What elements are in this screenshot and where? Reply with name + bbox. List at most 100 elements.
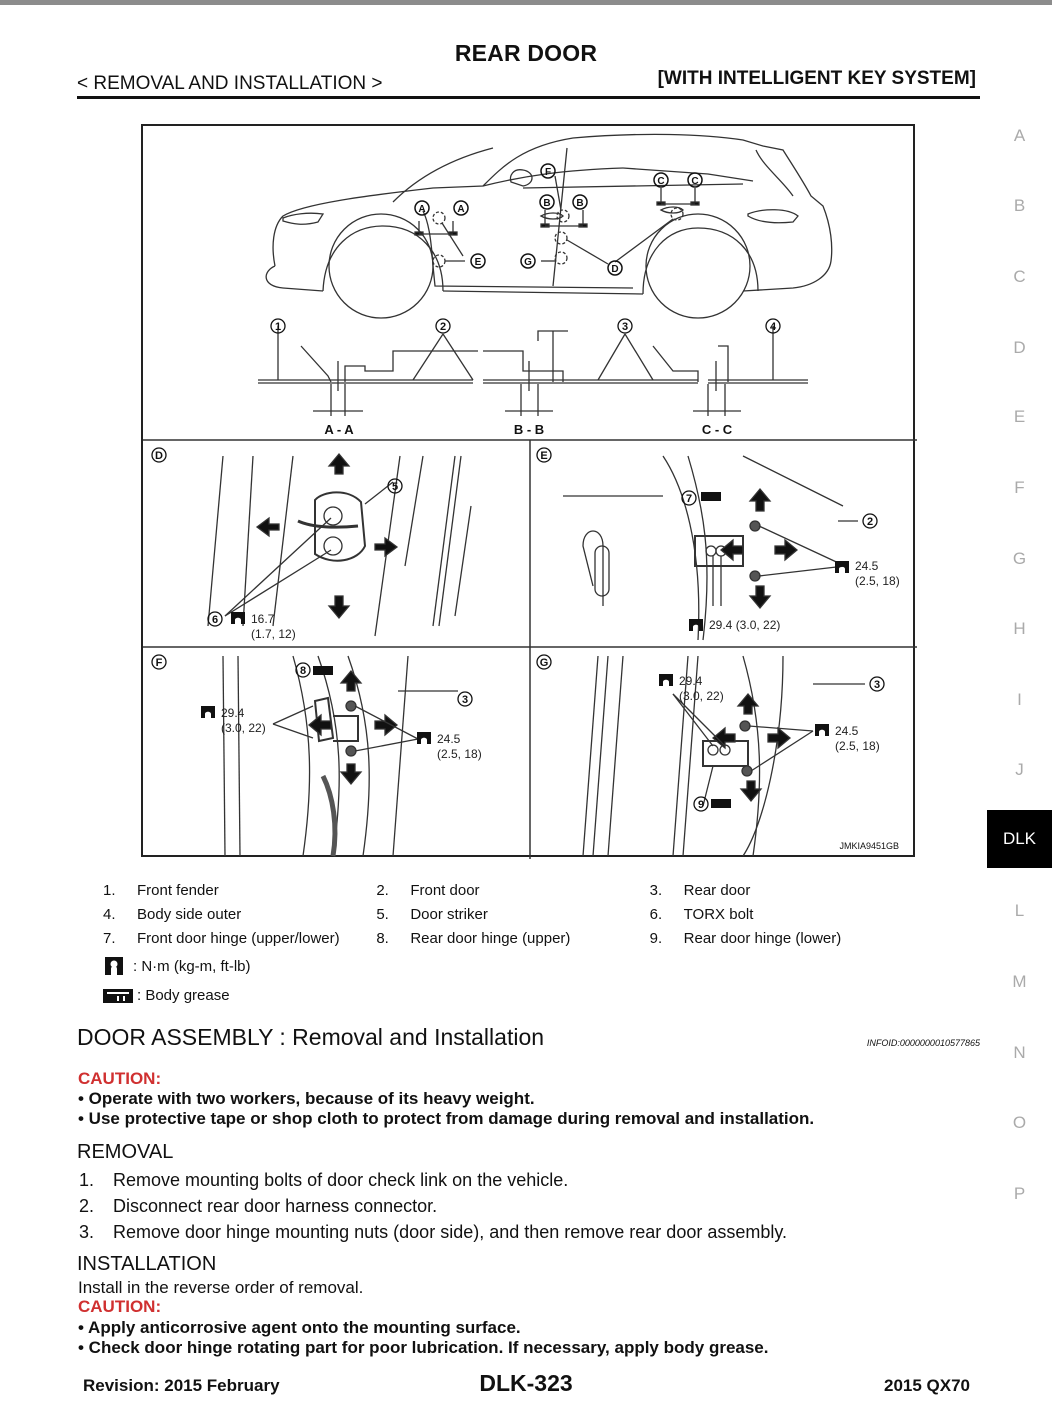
page-number: DLK-323 (479, 1370, 573, 1396)
panel-g-letter: G (540, 657, 549, 669)
grease-icon (701, 492, 721, 501)
tab-c[interactable]: C (1013, 267, 1026, 286)
panel-d-drawing (207, 452, 472, 637)
panel-f-letter: F (156, 657, 163, 669)
legend-item: 1.Front fender (103, 881, 219, 899)
header-divider (77, 96, 980, 99)
torque-icon (689, 619, 703, 631)
part-1-label: 1 (275, 321, 281, 333)
removal-step: 3.Remove door hinge mounting nuts (door … (79, 1221, 788, 1242)
callout-a: A (418, 204, 425, 215)
figure-code: JMKIA9451GB (839, 841, 899, 851)
tab-m[interactable]: M (1012, 972, 1027, 991)
tab-g[interactable]: G (1012, 549, 1027, 568)
tab-o[interactable]: O (1012, 1113, 1027, 1132)
torque-icons (201, 561, 849, 744)
torque-icon (417, 732, 431, 744)
caution-list: • Operate with two workers, because of i… (78, 1089, 814, 1129)
grease-icon (103, 988, 137, 1003)
page-title: REAR DOOR (454, 40, 598, 66)
part-6-label: 6 (212, 614, 218, 626)
callout-c: C (691, 176, 698, 187)
torque-icon (201, 706, 215, 718)
section-label-cc: C - C (702, 422, 733, 437)
model-year: 2015 QX70 (883, 1376, 970, 1395)
caution-item: • Check door hinge rotating part for poo… (78, 1338, 769, 1357)
info-id: INFOID:0000000010577865 (866, 1038, 980, 1048)
legend-item: 6.TORX bolt (649, 905, 754, 923)
cross-sections (258, 326, 808, 416)
callout-g: G (524, 257, 532, 268)
grease-legend: : Body grease (103, 987, 230, 1004)
tab-dlk-active[interactable]: DLK (987, 810, 1052, 868)
removal-step: 2.Disconnect rear door harness connector… (79, 1195, 438, 1216)
panel-e-drawing (563, 455, 858, 641)
panel-f-drawing (222, 655, 458, 857)
legend-item: 8.Rear door hinge (upper) (376, 929, 571, 947)
callout-c: C (657, 176, 664, 187)
tab-a[interactable]: A (1013, 126, 1026, 145)
tab-p[interactable]: P (1013, 1184, 1026, 1203)
panel-d-letter: D (155, 450, 163, 462)
section-part-circles (270, 318, 781, 334)
legend-item: 5.Door striker (376, 905, 488, 923)
car-callouts (414, 163, 703, 276)
door-diagram-figure: A A E F B B G C C D (141, 124, 917, 859)
legend-item: 9.Rear door hinge (lower) (649, 929, 842, 947)
callout-a: A (457, 204, 464, 215)
tab-b[interactable]: B (1013, 196, 1026, 215)
part-3-label: 3 (622, 321, 628, 333)
torque-spec-e-hinge: 24.5 (2.5, 18) (855, 559, 900, 588)
torque-spec-f-door: 24.5 (2.5, 18) (437, 732, 482, 761)
part-9-label: 9 (698, 799, 704, 811)
torque-icon (103, 955, 133, 977)
caution-item: • Use protective tape or shop cloth to p… (78, 1109, 815, 1128)
section-label-bb: B - B (514, 422, 544, 437)
tab-l[interactable]: L (1014, 901, 1025, 920)
tab-e[interactable]: E (1013, 407, 1026, 426)
section-heading: DOOR ASSEMBLY : Removal and Installation (77, 1024, 545, 1050)
grease-icon (313, 666, 333, 675)
torque-icon (835, 561, 849, 573)
part-3-label: 3 (462, 694, 468, 706)
caution-label: CAUTION: (78, 1297, 162, 1316)
tab-f[interactable]: F (1014, 478, 1025, 497)
removal-steps: 1.Remove mounting bolts of door check li… (79, 1167, 787, 1245)
part-8-label: 8 (300, 665, 306, 677)
caution-item: • Operate with two workers, because of i… (78, 1089, 535, 1108)
callout-b: B (576, 198, 583, 209)
installation-heading: INSTALLATION (77, 1253, 217, 1275)
part-5-label: 5 (392, 481, 398, 493)
removal-step: 1.Remove mounting bolts of door check li… (79, 1169, 569, 1190)
tab-i[interactable]: I (1017, 690, 1022, 709)
grease-icon (711, 799, 731, 808)
variant-label: [WITH INTELLIGENT KEY SYSTEM] (657, 68, 976, 89)
section-breadcrumb: < REMOVAL AND INSTALLATION > (77, 73, 383, 94)
torque-spec-g-door: 24.5 (2.5, 18) (835, 724, 880, 753)
diagram-svg: A A E F B B G C C D (143, 133, 917, 859)
revision-date: Revision: 2015 February (83, 1376, 280, 1395)
tab-j[interactable]: J (1015, 760, 1024, 779)
removal-heading: REMOVAL (77, 1141, 174, 1163)
tab-n[interactable]: N (1013, 1043, 1026, 1062)
torque-icon (231, 612, 245, 624)
car-callout-letters: A A E F B B G C C D (418, 167, 698, 275)
grease-icons (313, 492, 731, 808)
torque-spec-e-body: 29.4 (3.0, 22) (709, 618, 781, 632)
callout-b: B (543, 198, 550, 209)
callout-d: D (611, 264, 618, 275)
installation-text: Install in the reverse order of removal. (78, 1278, 364, 1297)
part-2-label: 2 (867, 516, 873, 528)
panel-g-drawing (582, 655, 865, 857)
torque-spec-g-body: 29.4 (3.0, 22) (679, 674, 724, 703)
part-4-label: 4 (770, 321, 777, 333)
legend-item: 3.Rear door (649, 881, 751, 899)
tab-d[interactable]: D (1013, 338, 1026, 357)
caution-list: • Apply anticorrosive agent onto the mou… (78, 1318, 768, 1358)
callout-f: F (545, 167, 551, 178)
tab-h[interactable]: H (1013, 619, 1026, 638)
part-7-label: 7 (686, 493, 692, 505)
torque-legend: : N·m (kg-m, ft-lb) (103, 955, 251, 977)
legend-item: 7.Front door hinge (upper/lower) (103, 929, 340, 947)
part-3-label: 3 (874, 679, 880, 691)
